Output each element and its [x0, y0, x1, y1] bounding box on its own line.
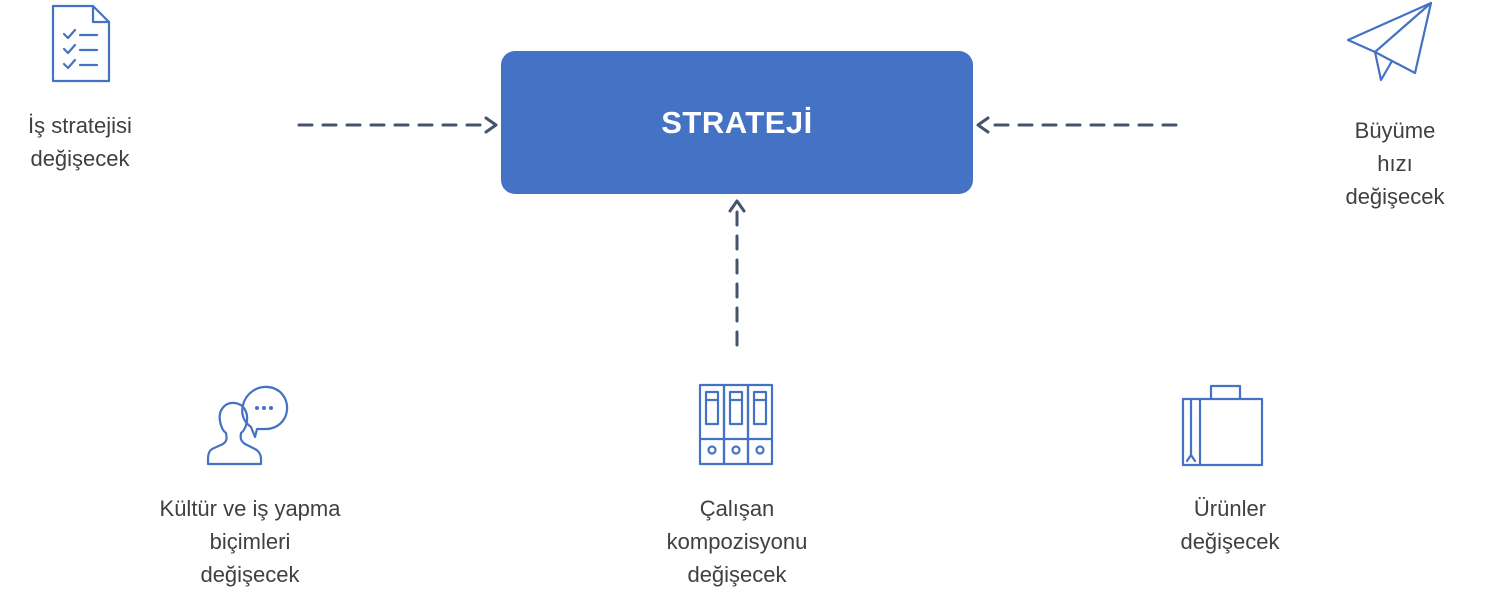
checklist-document-icon: [49, 4, 113, 84]
growth-label-line-1: Büyüme: [1354, 118, 1436, 143]
arrowhead-right: [484, 116, 498, 134]
shopping-bag-icon: [1181, 383, 1265, 467]
culture-label: Kültür ve iş yapma biçimleri değişecek: [130, 492, 370, 591]
strategy-label-line-1: İş stratejisi: [28, 113, 132, 138]
paper-plane-icon: [1343, 0, 1439, 86]
strategy-label-line-2: değişecek: [30, 146, 130, 171]
center-label: STRATEJİ: [661, 104, 813, 140]
growth-label-line-3: değişecek: [1345, 184, 1445, 209]
strategy-center-box: STRATEJİ: [501, 51, 973, 194]
employee-label-line-2: kompozisyonu: [666, 529, 808, 554]
growth-label-line-2: hızı: [1377, 151, 1413, 176]
arrowhead-up: [728, 199, 746, 213]
arrowhead-left: [976, 116, 990, 134]
products-label-line-1: Ürünler: [1193, 496, 1267, 521]
employee-label-line-1: Çalışan: [699, 496, 775, 521]
employee-label: Çalışan kompozisyonu değişecek: [617, 492, 857, 591]
binders-icon: [698, 383, 776, 467]
products-label: Ürünler değişecek: [1120, 492, 1340, 558]
culture-label-line-3: değişecek: [200, 562, 300, 587]
strategy-label: İş stratejisi değişecek: [0, 109, 160, 175]
culture-label-line-1: Kültür ve iş yapma: [159, 496, 341, 521]
culture-label-line-2: biçimleri: [209, 529, 291, 554]
person-speech-bubble-icon: [205, 383, 291, 467]
employee-label-line-3: değişecek: [687, 562, 787, 587]
products-label-line-2: değişecek: [1180, 529, 1280, 554]
growth-label: Büyüme hızı değişecek: [1315, 114, 1475, 213]
